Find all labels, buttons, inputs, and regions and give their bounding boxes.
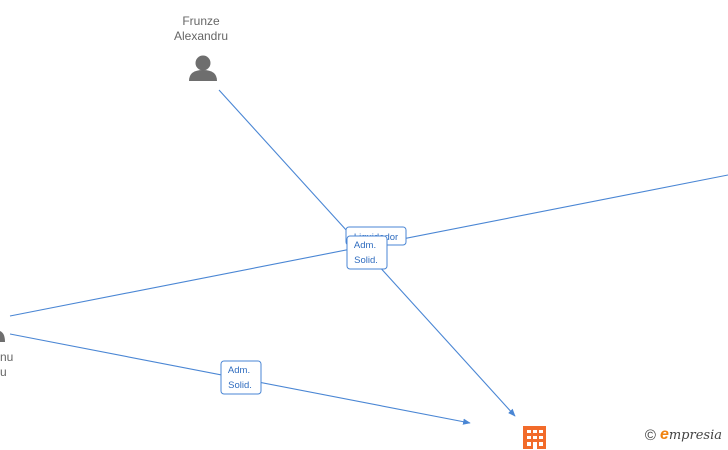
copyright-symbol: © <box>644 426 656 444</box>
edge-label-adm-center-line2: Solid. <box>354 255 378 266</box>
person-left-name-line1: nu <box>0 350 13 364</box>
edge-label-adm-left-line1: Adm. <box>228 365 250 376</box>
edge-label-adm-solid-center[interactable]: Adm. Solid. <box>346 235 388 270</box>
brand-initial: e <box>659 426 669 443</box>
company-building-icon[interactable] <box>523 426 546 449</box>
edge-label-adm-center-line1: Adm. <box>354 240 376 251</box>
empresia-watermark: © empresia <box>645 426 722 444</box>
brand-name: mpresia <box>668 428 722 443</box>
edge-label-adm-left-line2: Solid. <box>228 380 252 391</box>
person-icon <box>189 55 217 81</box>
person-node-left[interactable]: nu u <box>0 331 13 379</box>
person-top-name-line1: Frunze <box>182 14 220 28</box>
person-node-top[interactable]: Frunze Alexandru <box>174 14 228 81</box>
person-icon <box>0 331 5 342</box>
empresia-logo: empresia <box>660 426 722 444</box>
edge-label-adm-solid-left[interactable]: Adm. Solid. <box>220 360 262 395</box>
person-left-name-line2: u <box>0 365 7 379</box>
person-top-name-line2: Alexandru <box>174 29 228 43</box>
